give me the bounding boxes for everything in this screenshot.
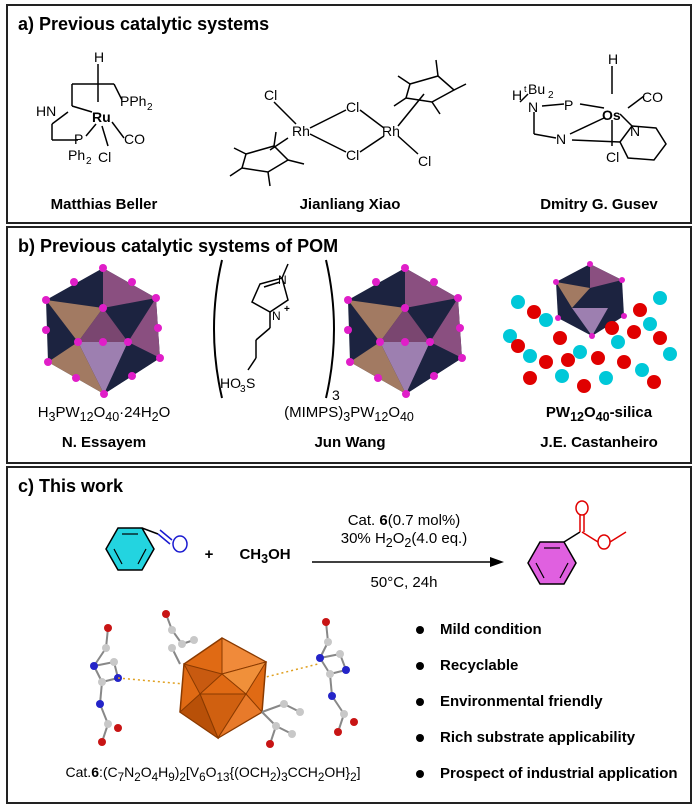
feature-item: Rich substrate applicability bbox=[412, 728, 678, 764]
panel-this-work: c) This work + CH3OH Cat. 6(0.7 mol%) 30… bbox=[6, 466, 692, 804]
svg-text:H: H bbox=[94, 50, 104, 65]
svg-text:H: H bbox=[608, 51, 618, 67]
svg-text:3: 3 bbox=[332, 387, 340, 403]
catalyst-6-formula: Cat.6:(C7N2O4H9)2[V6O13{(OCH2)3CCH2OH}2] bbox=[65, 764, 361, 784]
gusev-label: Dmitry G. Gusev bbox=[540, 196, 658, 213]
catalyst-6-crystal-structure bbox=[90, 610, 358, 748]
svg-text:N: N bbox=[556, 131, 566, 147]
condition-catalyst: Cat. 6(0.7 mol%) bbox=[347, 512, 461, 529]
svg-text:CO: CO bbox=[642, 89, 663, 105]
methanol-reagent: CH3OH bbox=[239, 546, 291, 566]
svg-text:N: N bbox=[528, 99, 538, 115]
svg-text:Cl: Cl bbox=[418, 153, 431, 169]
svg-text:Rh: Rh bbox=[382, 123, 400, 139]
feature-item: Environmental friendly bbox=[412, 692, 678, 728]
svg-text:P: P bbox=[564, 97, 573, 113]
mimps-cation-structure: N N + HO 3 S 3 bbox=[213, 259, 340, 403]
svg-text:N: N bbox=[278, 273, 287, 287]
essayem-label: N. Essayem bbox=[61, 434, 147, 451]
condition-temp-time: 50°C, 24h bbox=[370, 574, 438, 591]
panel-previous-catalytic-systems: a) Previous catalytic systems H HN Ru PP… bbox=[6, 4, 692, 224]
svg-text:Cl: Cl bbox=[98, 149, 111, 165]
svg-text:3: 3 bbox=[240, 384, 246, 395]
svg-text:CO: CO bbox=[124, 131, 145, 147]
svg-text:Rh: Rh bbox=[292, 123, 310, 139]
svg-text:S: S bbox=[246, 375, 255, 391]
svg-text:Ph: Ph bbox=[68, 147, 85, 163]
beller-label: Matthias Beller bbox=[50, 196, 158, 213]
svg-text:Cl: Cl bbox=[606, 149, 619, 165]
svg-text:2: 2 bbox=[147, 102, 153, 113]
svg-text:N: N bbox=[630, 123, 640, 139]
panel-b-title: b) Previous catalytic systems of POM bbox=[18, 236, 339, 256]
plus-sign: + bbox=[204, 546, 214, 563]
formula-pw12o40-silica: PW12O40-silica bbox=[545, 404, 653, 424]
svg-text:t: t bbox=[524, 84, 527, 94]
features-list: Mild condition Recyclable Environmental … bbox=[412, 620, 678, 800]
reaction-arrow bbox=[312, 557, 504, 567]
keggin-pom-mimps-structure bbox=[344, 264, 466, 398]
keggin-pom-h3pw12o40-structure bbox=[42, 264, 164, 398]
svg-text:Ru: Ru bbox=[92, 109, 111, 125]
condition-oxidant: 30% H2O2(4.0 eq.) bbox=[340, 530, 468, 550]
castanheiro-label: J.E. Castanheiro bbox=[540, 434, 658, 451]
gusev-os-complex-structure: t Bu 2 H H N P Os CO N N Cl bbox=[512, 51, 667, 165]
formula-mimps: (MIMPS)3PW12O40 bbox=[284, 404, 414, 424]
panel-previous-pom-systems: b) Previous catalytic systems of POM H3P… bbox=[6, 226, 692, 464]
panel-a-title: a) Previous catalytic systems bbox=[18, 14, 270, 34]
xiao-rh-dimer-structure: Cl Rh Cl Cl Rh Cl bbox=[229, 59, 467, 187]
feature-item: Prospect of industrial application bbox=[412, 764, 678, 800]
svg-text:Cl: Cl bbox=[346, 99, 359, 115]
feature-item: Mild condition bbox=[412, 620, 678, 656]
beller-ru-complex-structure: H HN Ru PPh 2 P Ph 2 Cl CO bbox=[36, 50, 153, 167]
svg-text:H: H bbox=[512, 87, 522, 103]
pw12o40-silica-structure bbox=[503, 261, 677, 393]
benzaldehyde-structure bbox=[105, 527, 188, 571]
svg-text:+: + bbox=[284, 304, 290, 315]
formula-h3pw12o40: H3PW12O40·24H2O bbox=[37, 404, 171, 424]
svg-text:2: 2 bbox=[548, 90, 554, 101]
svg-text:N: N bbox=[272, 309, 281, 323]
svg-text:Cl: Cl bbox=[264, 87, 277, 103]
svg-text:Cl: Cl bbox=[346, 147, 359, 163]
svg-text:P: P bbox=[74, 131, 83, 147]
svg-text:PPh: PPh bbox=[120, 93, 146, 109]
methyl-benzoate-structure bbox=[527, 500, 627, 585]
feature-item: Recyclable bbox=[412, 656, 678, 692]
svg-text:HN: HN bbox=[36, 103, 56, 119]
xiao-label: Jianliang Xiao bbox=[299, 196, 401, 213]
svg-text:Bu: Bu bbox=[528, 81, 545, 97]
svg-text:Os: Os bbox=[602, 107, 621, 123]
panel-c-title: c) This work bbox=[18, 476, 124, 496]
svg-text:2: 2 bbox=[86, 156, 92, 167]
svg-text:HO: HO bbox=[220, 375, 241, 391]
wang-label: Jun Wang bbox=[314, 434, 386, 451]
